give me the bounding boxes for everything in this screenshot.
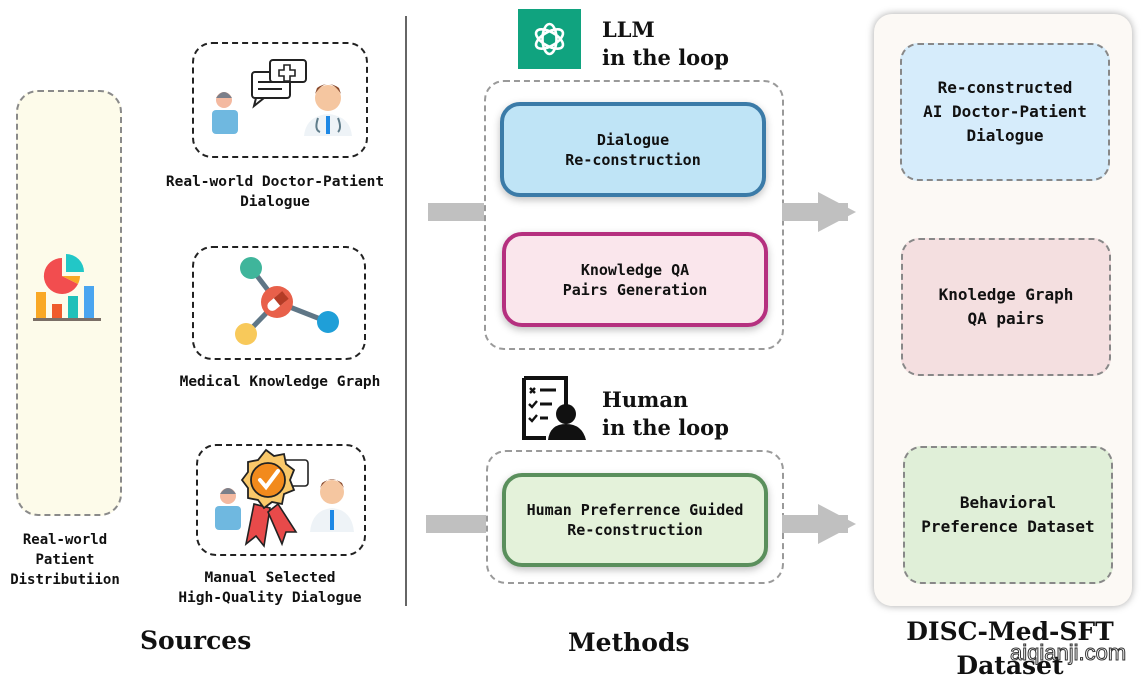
column-divider — [405, 16, 407, 606]
source-label-knowledge-graph: Medical Knowledge Graph — [179, 374, 381, 390]
dataset-item-kg-qa-label: Knoledge Graph QA pairs — [938, 285, 1074, 328]
dataset-item-dialogue: Re-constructed AI Doctor-Patient Dialogu… — [900, 43, 1110, 181]
source-card-high-quality — [196, 444, 366, 556]
dataset-item-dialogue-label: Re-constructed AI Doctor-Patient Dialogu… — [923, 78, 1087, 145]
methods-title: Methods — [568, 628, 690, 657]
dataset-item-kg-qa: Knoledge Graph QA pairs — [901, 238, 1111, 376]
llm-loop-title: LLM in the loop — [602, 17, 729, 70]
method-human-preference-reconstruction: Human Preferrence Guided Re-construction — [502, 473, 768, 567]
arrow-human-to-dataset-head — [818, 504, 856, 544]
knowledge-graph-icon — [235, 257, 339, 345]
checklist-person-icon — [522, 376, 586, 440]
arrow-llm-to-dataset-head — [818, 192, 856, 232]
watermark: aiqianji.com — [1009, 640, 1127, 666]
source-label-high-quality: Manual Selected High-Quality Dialogue — [178, 570, 362, 606]
method-dialogue-reconstruction: Dialogue Re-construction — [500, 102, 766, 197]
method-knowledge-qa-label: Knowledge QA Pairs Generation — [562, 260, 708, 299]
chart-statistics-icon — [33, 254, 101, 321]
sources-title: Sources — [140, 626, 252, 655]
method-human-preference-label: Human Preferrence Guided Re-construction — [526, 501, 744, 539]
doctor-patient-dialogue-icon — [212, 59, 352, 136]
source-card-knowledge-graph — [192, 246, 366, 360]
arrow-into-human-loop — [426, 515, 486, 533]
source-label-dialogue: Real-world Doctor-Patient Dialogue — [165, 174, 385, 210]
human-loop-title: Human in the loop — [602, 387, 729, 440]
dataset-item-behavioral-label: Behavioral Preference Dataset — [921, 493, 1095, 536]
arrow-into-llm-loop — [428, 203, 484, 221]
patient-distribution-label: Real-world Patient Distributiion — [10, 532, 120, 588]
openai-logo-icon — [518, 9, 581, 69]
dataset-item-behavioral: Behavioral Preference Dataset — [903, 446, 1113, 584]
method-knowledge-qa-generation: Knowledge QA Pairs Generation — [502, 232, 768, 327]
source-card-dialogue — [192, 42, 368, 158]
method-dialogue-reconstruction-label: Dialogue Re-construction — [565, 130, 701, 169]
quality-badge-icon — [215, 448, 354, 548]
